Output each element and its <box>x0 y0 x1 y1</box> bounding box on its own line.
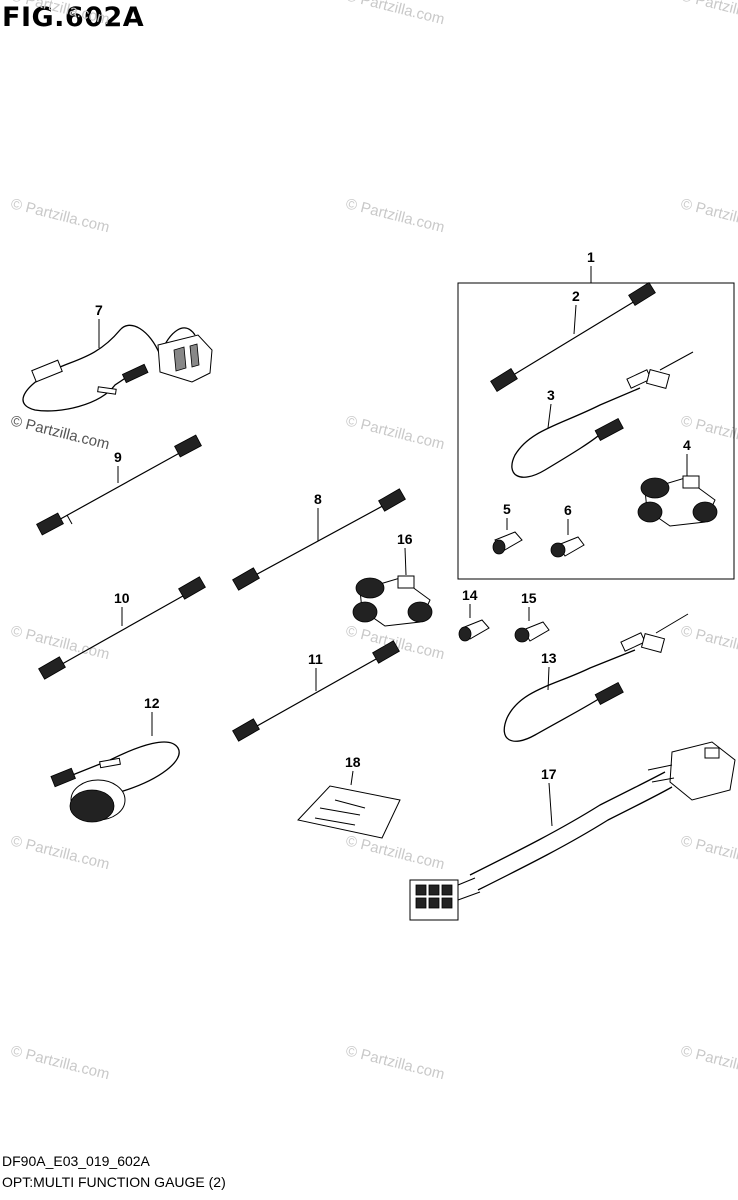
callout-9: 9 <box>114 449 122 465</box>
callout-1: 1 <box>587 249 595 265</box>
callout-14: 14 <box>462 587 478 603</box>
callout-6: 6 <box>564 502 572 518</box>
figure-caption: OPT:MULTI FUNCTION GAUGE (2) <box>2 1174 226 1190</box>
watermark: © Partzilla.com <box>344 622 446 663</box>
part-10-cable <box>38 576 206 680</box>
callout-17: 17 <box>541 766 557 782</box>
part-2-cable <box>490 282 656 392</box>
callout-15: 15 <box>521 590 537 606</box>
callout-4: 4 <box>683 437 691 453</box>
watermark: © Partzilla.com <box>9 412 111 453</box>
callout-8: 8 <box>314 491 322 507</box>
watermark: © Partzilla.com <box>9 622 111 663</box>
part-7-sensor-cable <box>22 324 213 412</box>
watermark: © Partzilla.com <box>344 195 446 236</box>
part-5-plug <box>492 531 523 555</box>
watermark: © Partzilla.com <box>9 1042 111 1083</box>
part-18-pouch <box>297 785 401 839</box>
callout-3: 3 <box>547 387 555 403</box>
part-8-cable <box>232 488 406 591</box>
watermarks: © Partzilla.com © Partzilla.com © Partzi… <box>9 0 738 1083</box>
part-3-sensor-lead <box>511 351 694 478</box>
callout-11: 11 <box>308 651 323 667</box>
watermark: © Partzilla.com <box>344 1042 446 1083</box>
watermark: © Partzilla.com <box>344 412 446 453</box>
part-16-t-connector <box>352 575 433 627</box>
watermark: © Partzilla.com <box>9 195 111 236</box>
part-11-cable <box>232 640 400 742</box>
callout-13: 13 <box>541 650 557 666</box>
watermark: © Partzilla.com <box>344 0 446 28</box>
watermark: © Partzilla.com <box>679 195 738 236</box>
part-14-plug <box>458 619 490 642</box>
callout-5: 5 <box>503 501 511 517</box>
watermark: © Partzilla.com <box>679 0 738 28</box>
callout-16: 16 <box>397 531 413 547</box>
callout-7: 7 <box>95 302 103 318</box>
part-17-wiring-harness <box>409 741 736 921</box>
watermark: © Partzilla.com <box>679 832 738 873</box>
part-13-sensor-lead <box>503 613 689 742</box>
callout-2: 2 <box>572 288 580 304</box>
watermark: © Partzilla.com <box>344 832 446 873</box>
drawing-code: DF90A_E03_019_602A <box>2 1153 150 1169</box>
part-15-plug <box>514 621 550 643</box>
part-6-plug <box>550 536 585 558</box>
part-4-t-connector <box>637 475 718 527</box>
watermark: © Partzilla.com <box>9 0 111 28</box>
kit-box <box>457 282 735 580</box>
watermark: © Partzilla.com <box>679 622 738 663</box>
part-9-cable <box>36 434 202 536</box>
watermark: © Partzilla.com <box>9 832 111 873</box>
callout-18: 18 <box>345 754 361 770</box>
callouts: 1 2 3 4 5 6 7 8 9 10 11 12 13 14 15 16 1 <box>95 249 691 827</box>
watermark: © Partzilla.com <box>679 1042 738 1083</box>
callout-12: 12 <box>144 695 160 711</box>
part-12-puck-sensor <box>50 741 180 823</box>
callout-10: 10 <box>114 590 130 606</box>
figure-title: FIG.602A <box>2 2 145 33</box>
